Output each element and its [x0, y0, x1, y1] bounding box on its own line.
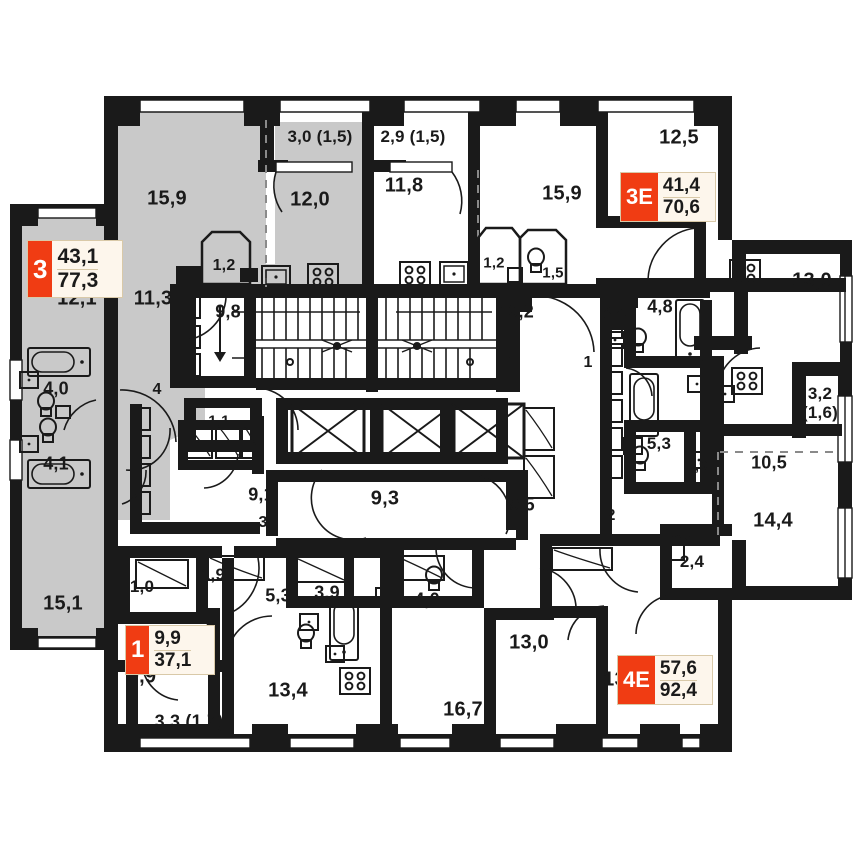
room-area-label: 15,9: [542, 182, 582, 205]
room-area-label: 14,4: [753, 509, 793, 532]
room-area-label: 2: [606, 507, 616, 524]
room-area-label: 0,9: [686, 457, 708, 475]
room-area-label: 3,0 (1,5): [287, 127, 353, 146]
room-area-label: 11,8: [384, 174, 424, 197]
room-area-label: 9,5: [509, 494, 535, 515]
room-area-label: 9,1: [248, 484, 274, 505]
room-area-label: 1,5: [542, 264, 564, 282]
room-area-label: 1,0: [129, 577, 155, 596]
dashed-divider: [265, 120, 840, 540]
room-area-label: 10,5: [751, 452, 787, 473]
room-area-label: 12,0: [290, 188, 330, 211]
room-area-label: 4,0: [43, 378, 69, 399]
room-area-label: 4,1: [43, 453, 69, 474]
room-area-label: 13,0: [509, 631, 549, 654]
room-area-label: 4,0: [414, 589, 440, 610]
room-area-label: 8,4: [601, 303, 627, 322]
room-area-label: 2,9 (1,5): [380, 127, 446, 146]
room-area-label: 5,3: [646, 434, 672, 453]
staircase: [196, 298, 518, 378]
apartment-room-count: 4E: [618, 656, 655, 704]
apartment-living-area: 43,1: [57, 245, 99, 270]
apartment-living-area: 41,4: [662, 175, 700, 198]
apartment-total-area: 77,3: [57, 268, 99, 292]
room-area-label: 10,1: [664, 523, 698, 542]
room-area-label: 3: [258, 514, 268, 531]
room-area-label: 1,9: [200, 565, 226, 584]
room-area-label: 15,9: [147, 187, 187, 210]
room-area-label: 13,0: [792, 269, 832, 292]
room-area-label: 5,3: [265, 585, 291, 606]
apartment-total-area: 70,6: [662, 196, 700, 218]
room-area-label: 4: [152, 381, 162, 398]
apartment-total-area: 37,1: [154, 649, 192, 671]
apartment-living-area: 57,6: [659, 658, 697, 681]
room-area-label: 3,9: [314, 582, 340, 603]
room-area-label: 9,3: [370, 487, 400, 510]
room-area-label: 3,2: [807, 384, 833, 403]
room-area-label: 1,2: [212, 257, 236, 274]
room-area-label: 1: [583, 354, 593, 371]
room-area-label: 12,5: [659, 126, 699, 149]
room-area-label: 11,3: [133, 287, 173, 310]
room-area-label: 1,2: [483, 254, 505, 272]
fixtures: [19, 226, 763, 695]
apartment-room-count: 3: [28, 241, 53, 297]
room-area-label: 15,1: [43, 592, 83, 615]
structural-walls: [9, 96, 853, 752]
room-area-label: 13,4: [268, 679, 308, 702]
room-area-label: 3,3 (1,7): [154, 711, 224, 732]
room-area-label: 10,2: [498, 301, 534, 322]
apartment-room-count: 1: [126, 626, 150, 674]
room-area-label: 9,8: [215, 301, 241, 322]
room-area-label: 2,4: [679, 552, 705, 571]
room-area-label: 16,7: [443, 698, 483, 721]
apartment-living-area: 9,9: [154, 629, 192, 651]
apartment-room-count: 3E: [621, 173, 658, 221]
room-area-label: (1,6): [802, 403, 838, 422]
room-area-label: 4,8: [647, 296, 673, 317]
room-area-label: 1,1: [208, 412, 230, 430]
apartment-total-area: 92,4: [659, 679, 697, 701]
